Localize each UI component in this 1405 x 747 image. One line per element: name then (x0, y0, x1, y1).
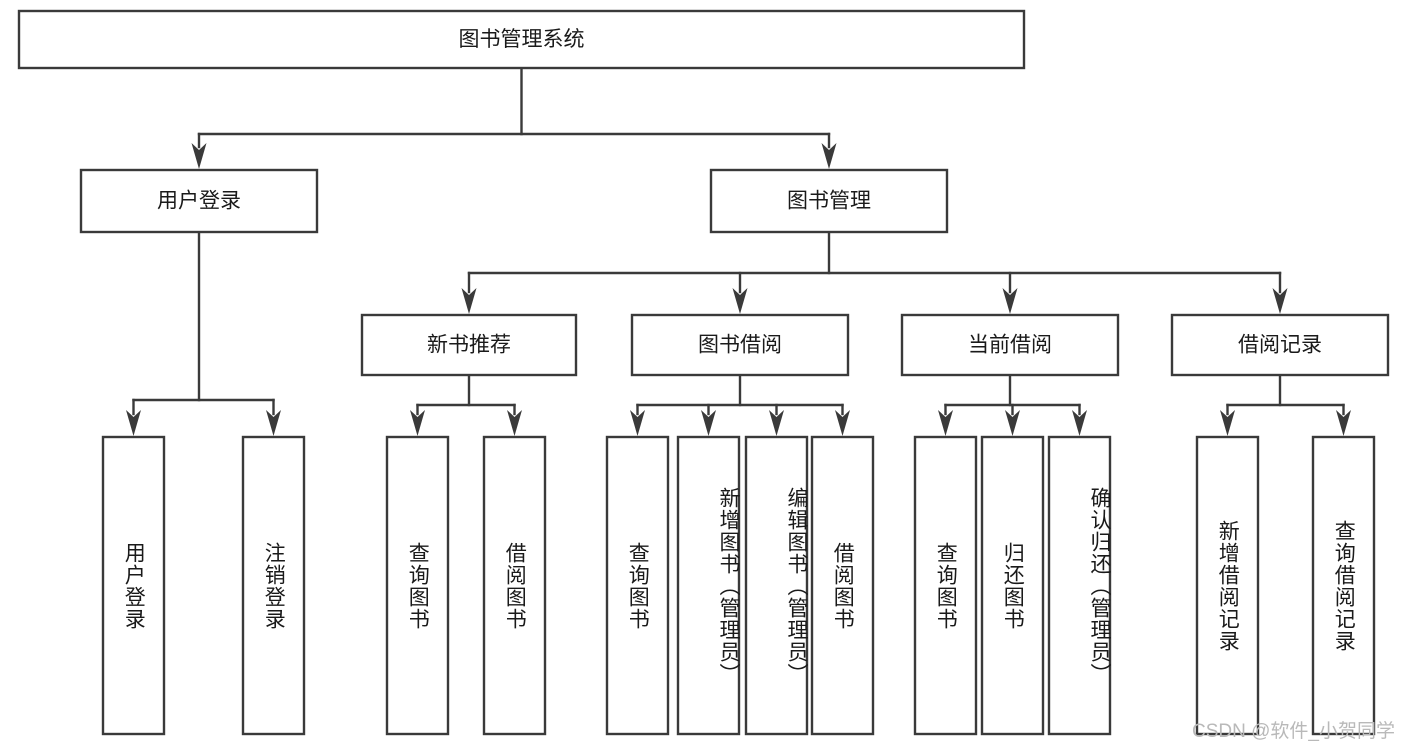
node-label-current: 当前借阅 (968, 334, 1052, 357)
node-login[interactable] (79, 168, 319, 234)
node-leaf-current-return[interactable] (980, 435, 1045, 736)
node-newbook[interactable] (360, 313, 578, 377)
node-leaf-record-add[interactable] (1195, 435, 1260, 736)
node-label-login: 用户登录 (157, 190, 241, 213)
node-leaf-user-login[interactable] (101, 435, 166, 736)
node-label-borrow: 图书借阅 (698, 334, 782, 357)
node-records[interactable] (1170, 313, 1390, 377)
node-leaf-user-logout[interactable] (241, 435, 306, 736)
node-leaf-record-query[interactable] (1311, 435, 1376, 736)
connector-layer (126, 66, 1351, 436)
node-leaf-borrow-lend[interactable] (810, 435, 875, 736)
node-root[interactable] (17, 9, 1026, 70)
node-leaf-current-query[interactable] (913, 435, 978, 736)
node-current[interactable] (900, 313, 1120, 377)
node-borrow[interactable] (630, 313, 850, 377)
csdn-watermark: CSDN @软件_小贺同学 (1192, 721, 1395, 742)
node-bookmgr[interactable] (709, 168, 949, 234)
node-leaf-new-query[interactable] (385, 435, 450, 736)
node-label-records: 借阅记录 (1238, 334, 1322, 357)
node-leaf-current-confirm[interactable] (1047, 435, 1112, 736)
node-leaf-borrow-add[interactable] (676, 435, 741, 736)
node-leaf-borrow-query[interactable] (605, 435, 670, 736)
node-leaf-new-borrow[interactable] (482, 435, 547, 736)
node-box-layer (17, 9, 1390, 736)
node-label-bookmgr: 图书管理 (787, 190, 871, 213)
node-leaf-borrow-edit[interactable] (744, 435, 809, 736)
node-label-newbook: 新书推荐 (427, 334, 511, 357)
node-label-root: 图书管理系统 (459, 28, 585, 51)
